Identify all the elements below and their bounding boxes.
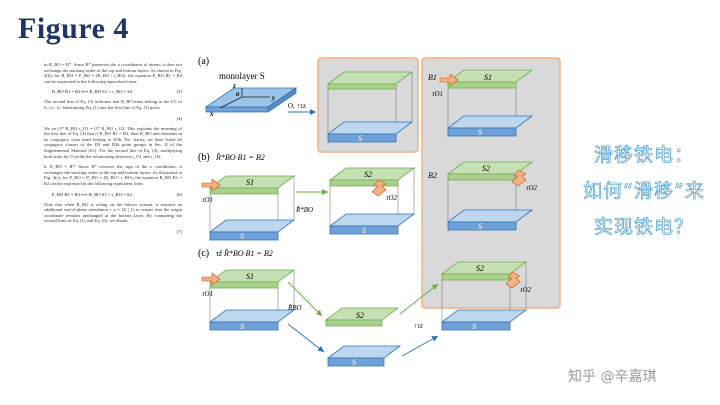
- layer-S1-label: S1: [246, 272, 254, 281]
- transform-arrow-c-top: [287, 281, 323, 317]
- panel-label-a: (a): [198, 56, 209, 67]
- equation-number: (4): [176, 115, 182, 121]
- axis-y-label: y: [271, 94, 276, 102]
- tau-O2-arrow: [511, 169, 527, 187]
- transform-arrow-c-up: [399, 283, 439, 315]
- layer-S2-label: S2: [356, 311, 364, 320]
- equation: P_BO B1 = B2 ⟺ R_BO S1 + τ_BO = S2(6): [52, 191, 182, 197]
- transform-arrow-c-bottom: [287, 323, 325, 353]
- layer-S-label: S: [240, 232, 244, 241]
- layer-S-label: S: [478, 128, 482, 137]
- layer-S-label: S: [472, 322, 476, 331]
- bilayer-c-left: S1 S: [201, 269, 296, 331]
- equation-b: R̂*BO B1 = B2: [215, 152, 265, 162]
- plate-S-bottom: S: [326, 345, 402, 367]
- bilayer-b-right: S2 S: [328, 167, 416, 235]
- plate-S2-middle: S2: [324, 307, 400, 327]
- layer-S2-label: S2: [476, 264, 484, 273]
- layer-S-label: S: [362, 226, 366, 235]
- B2-label: B2: [428, 171, 437, 180]
- layer-S2-label: S2: [482, 164, 490, 173]
- layer-S-label: S: [478, 222, 482, 231]
- bilayer-b-left: S1 S: [201, 175, 296, 241]
- panel-label-c: (c): [198, 248, 209, 259]
- monolayer-plate: [204, 87, 298, 113]
- tau-O1-label: τO1: [432, 90, 443, 98]
- tau-O2-label: τO2: [386, 194, 398, 202]
- equation-number: (7): [176, 228, 182, 234]
- side-caption-line1: 滑移铁电：: [593, 144, 694, 167]
- panel-label-b: (b): [198, 152, 210, 163]
- operation-b-label: R̂*BO: [295, 206, 313, 214]
- side-caption-line2: 如何“滑移”来: [583, 180, 705, 203]
- B1-label: B1: [428, 73, 437, 82]
- bilayer-B1: S1 S: [439, 69, 534, 137]
- bilayer-stacking-figure: (a) (b) (c) monolayer S z y x o O, ↑τz S…: [198, 56, 561, 367]
- layer-S-label: S: [352, 358, 356, 367]
- equation: R_BO B1 = B2 ⟺ R_BO S1 + τ_BO = S2(3): [52, 89, 182, 95]
- paragraph: in R_BO = R*. Since R* preserves the z c…: [44, 62, 182, 84]
- paragraph: We set O* R_BO τ_O1 = O* R_BO τ_O2. This…: [44, 125, 182, 159]
- paragraph: The second line of Eq. (3) indicates tha…: [44, 99, 182, 110]
- layer-S-label: S: [358, 134, 362, 143]
- paragraph: Note that when R_BO is acting on the bil…: [44, 201, 182, 224]
- monolayer-label: monolayer S: [219, 71, 265, 81]
- axis-x-label: x: [209, 110, 214, 118]
- watermark: 知乎 @辛嘉琪: [568, 369, 657, 385]
- transform-arrow-c-right: [401, 335, 439, 357]
- equation-c: τ̂z R̂*BO B1 = B2: [216, 248, 273, 258]
- tau-O1-arrow: [439, 73, 459, 87]
- layer-S1-label: S1: [484, 73, 492, 82]
- bilayer-c-right: S2 S: [440, 261, 528, 331]
- origin-label: o: [236, 90, 240, 98]
- operation-a-label: O, ↑τz: [288, 102, 306, 110]
- layer-S1-label: S1: [246, 178, 254, 187]
- figure-heading: Figure 4: [18, 12, 129, 45]
- operation-c-label: R̂BO: [287, 304, 302, 312]
- paragraph: b. R_BO = R*. Since R* reverses the sign…: [44, 164, 182, 186]
- layer-S-label: S: [240, 322, 244, 331]
- axis-z-label: z: [232, 82, 236, 90]
- paper-text-column: in R_BO = R*. Since R* preserves the z c…: [44, 62, 182, 387]
- tau-O2-label: τO2: [526, 184, 538, 192]
- tau-O1-label: τO1: [202, 290, 213, 298]
- tau-O1-label: τO1: [202, 196, 213, 204]
- bilayer-B2: S2 S: [446, 161, 534, 231]
- tau-O2-arrow: [371, 179, 387, 197]
- tau-O1-arrow: [201, 178, 221, 192]
- side-caption-line3: 实现铁电？: [593, 216, 694, 239]
- layer-S2-label: S2: [364, 170, 372, 179]
- tau-O1-arrow: [201, 272, 221, 286]
- tau-O2-label: τO2: [520, 286, 532, 294]
- tau-O2-arrow: [505, 271, 521, 289]
- tau-z-label: ↑τz: [414, 322, 423, 330]
- bilayer-a: S: [326, 71, 414, 143]
